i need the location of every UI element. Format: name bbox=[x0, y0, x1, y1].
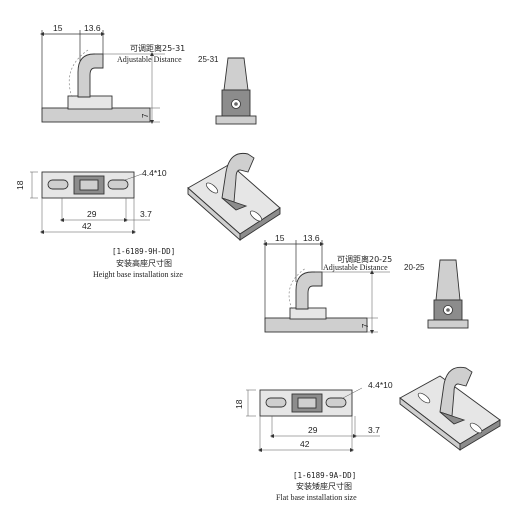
top-adjust-range: 25-31 bbox=[198, 55, 219, 64]
bottom-adjust-range: 20-25 bbox=[404, 263, 425, 272]
top-end-base bbox=[215, 115, 257, 125]
top-dim-13-6: 13.6 bbox=[84, 23, 101, 33]
bottom-dim-29: 29 bbox=[308, 425, 318, 435]
bottom-dim-15: 15 bbox=[275, 233, 285, 243]
bottom-dim-hole: 4.4*10 bbox=[368, 380, 393, 390]
top-end-view bbox=[215, 57, 257, 125]
top-hook bbox=[77, 53, 104, 98]
top-dim-7: 7 bbox=[141, 113, 150, 118]
bottom-dim-7: 7 bbox=[361, 323, 370, 328]
top-base-plate bbox=[41, 107, 151, 123]
bottom-plan-view: 18 4.4*10 29 3.7 42 bbox=[234, 380, 393, 452]
top-end-upper bbox=[223, 57, 249, 91]
top-dim-3-7: 3.7 bbox=[140, 209, 152, 219]
top-dim-29: 29 bbox=[87, 209, 97, 219]
bottom-dim-18: 18 bbox=[234, 399, 244, 409]
bottom-dim-42: 42 bbox=[300, 439, 310, 449]
top-dim-18: 18 bbox=[15, 180, 25, 190]
top-adjust-cn: 可调距离25-31 bbox=[130, 43, 185, 53]
bottom-caption-cn: 安装矮座尺寸图 bbox=[296, 481, 352, 491]
top-base-block bbox=[67, 95, 113, 110]
top-caption-en: Height base installation size bbox=[93, 270, 183, 279]
top-side-view: 15 13.6 可调距离25-31 Adjustable Distance 25… bbox=[40, 23, 219, 124]
bottom-caption-en: Flat base installation size bbox=[276, 493, 357, 502]
top-iso-hook bbox=[221, 152, 255, 203]
top-caption-cn: 安装高座尺寸图 bbox=[116, 258, 172, 268]
bottom-adjust-cn: 可调距离20-25 bbox=[337, 254, 392, 264]
bottom-code: [1-6189-9A-DD] bbox=[293, 471, 356, 480]
bottom-adjust-en: Adjustable Distance bbox=[323, 263, 388, 272]
top-iso-view bbox=[187, 152, 281, 241]
top-adjust-en: Adjustable Distance bbox=[117, 55, 182, 64]
bottom-base-block bbox=[289, 307, 327, 320]
bottom-end-base bbox=[427, 319, 469, 329]
bottom-end-upper bbox=[435, 259, 461, 301]
bottom-dim-13-6: 13.6 bbox=[303, 233, 320, 243]
top-dim-hole: 4.4*10 bbox=[142, 168, 167, 178]
bottom-iso-view bbox=[399, 366, 501, 451]
bottom-iso-hook bbox=[439, 366, 473, 417]
bottom-base-plate bbox=[264, 317, 368, 333]
bottom-hook bbox=[295, 271, 323, 310]
top-code: [1-6189-9H-DD] bbox=[112, 247, 175, 256]
top-plan-view: 18 4.4*10 29 3.7 42 bbox=[15, 168, 167, 234]
top-dim-15: 15 bbox=[53, 23, 63, 33]
bottom-end-view bbox=[427, 259, 469, 329]
bottom-side-view: 15 13.6 可调距离20-25 Adjustable Distance 20… bbox=[263, 233, 425, 334]
bottom-dim-3-7: 3.7 bbox=[368, 425, 380, 435]
top-dim-42: 42 bbox=[82, 221, 92, 231]
